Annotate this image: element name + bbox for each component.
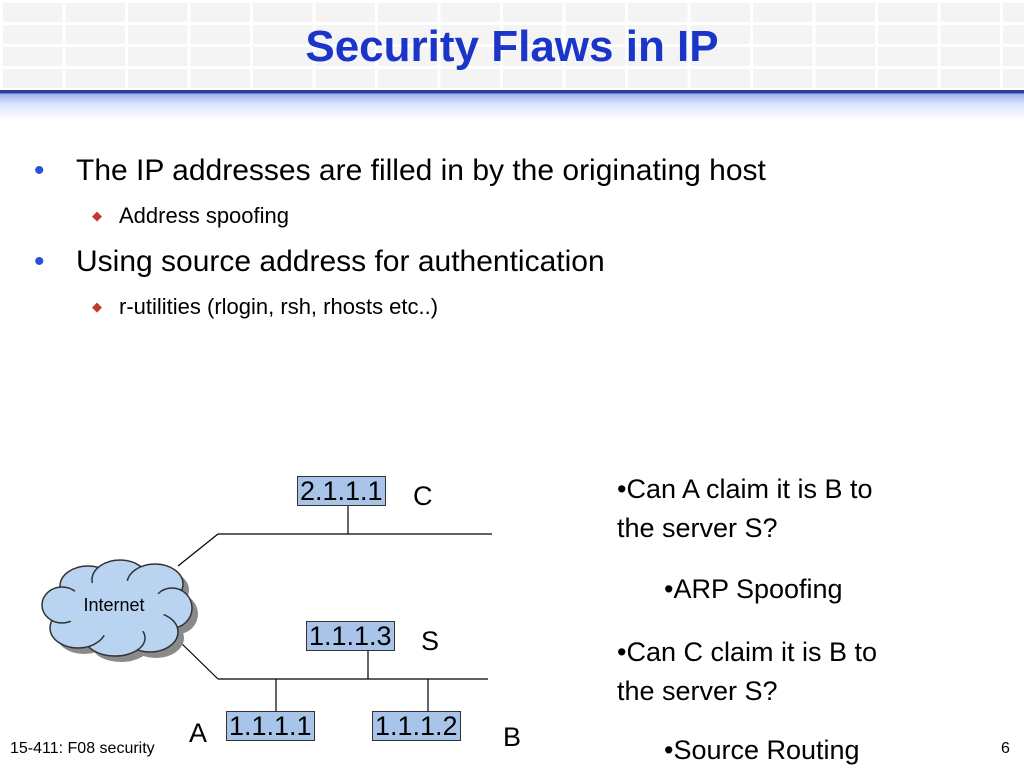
sub-bullet-1-text: Address spoofing xyxy=(119,203,289,228)
side-note-5: the server S? xyxy=(617,676,778,706)
host-b-address: 1.1.1.2 xyxy=(372,711,461,741)
bullet-dot-icon: • xyxy=(34,245,45,278)
link-internet-c xyxy=(177,533,219,567)
cloud-label: Internet xyxy=(83,595,144,615)
host-a-label: A xyxy=(189,718,208,748)
title-divider xyxy=(0,90,1024,122)
host-a-address: 1.1.1.1 xyxy=(226,711,315,741)
bullet-2-text: Using source address for authentication xyxy=(76,245,605,278)
slide-title: Security Flaws in IP xyxy=(305,22,719,71)
bullet-1-text: The IP addresses are filled in by the or… xyxy=(76,154,766,187)
footer-course: 15-411: F08 security xyxy=(10,740,155,757)
sub-bullet-2-text: r-utilities (rlogin, rsh, rhosts etc..) xyxy=(119,294,439,319)
side-note-6: •Source Routing xyxy=(664,735,860,765)
side-note-2: the server S? xyxy=(617,513,778,543)
host-b-label: B xyxy=(503,722,522,752)
bullet-dot-icon: • xyxy=(34,154,45,187)
side-note-4: •Can C claim it is B to xyxy=(617,637,878,667)
link-internet-lan xyxy=(177,639,219,680)
header-grid-background xyxy=(0,0,1024,92)
diamond-bullet-icon: ◆ xyxy=(92,208,102,223)
host-c-label: C xyxy=(413,481,433,511)
diamond-bullet-icon: ◆ xyxy=(92,299,102,314)
page-number: 6 xyxy=(1001,740,1010,757)
side-note-3: •ARP Spoofing xyxy=(664,574,843,604)
cloud-icon xyxy=(41,559,198,662)
host-s-address: 1.1.1.3 xyxy=(306,621,395,651)
side-note-1: •Can A claim it is B to xyxy=(617,474,873,504)
host-s-label: S xyxy=(421,626,440,656)
host-c-address: 2.1.1.1 xyxy=(297,476,386,506)
